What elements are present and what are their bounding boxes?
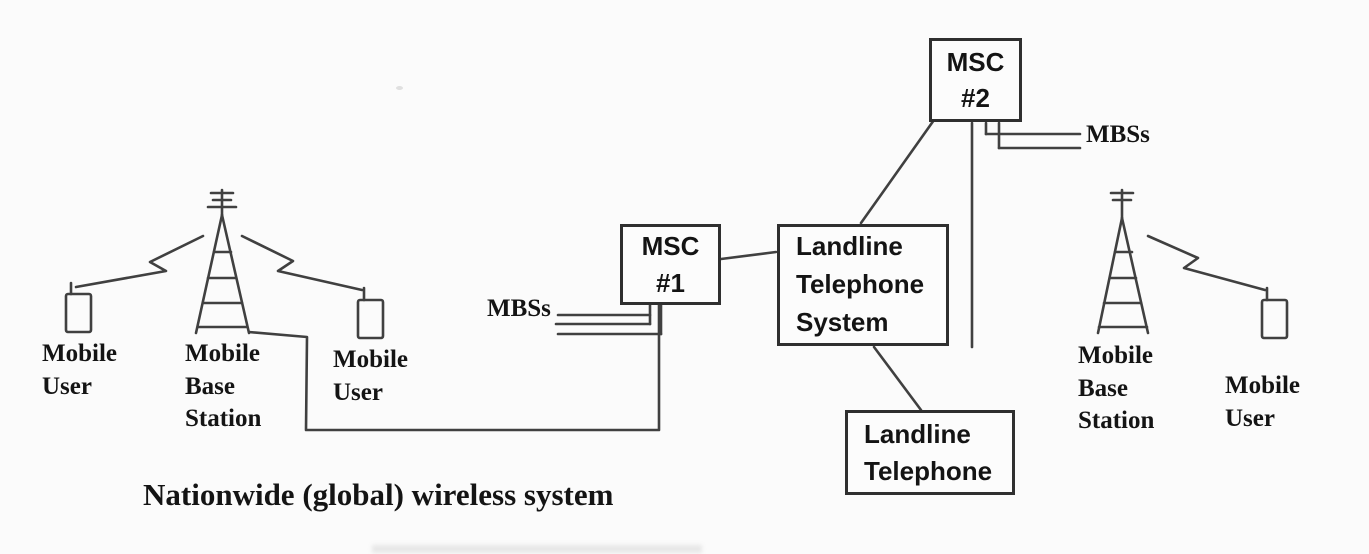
landline-telephone-system-box: Landline Telephone System bbox=[777, 224, 949, 346]
scan-artifact bbox=[396, 86, 403, 90]
mobile-user-mid-label: Mobile User bbox=[333, 346, 408, 406]
cell-tower-left-icon bbox=[194, 188, 251, 335]
mbss-left-label: MBSs bbox=[487, 295, 551, 322]
mobile-phone-right-icon bbox=[1260, 286, 1289, 340]
cell-tower-right-icon bbox=[1096, 188, 1150, 335]
msc2-box: MSC #2 bbox=[929, 38, 1022, 122]
mobile-user-right-label: Mobile User bbox=[1225, 372, 1300, 432]
landline-telephone-box: Landline Telephone bbox=[845, 410, 1015, 495]
wireless-link-mid-icon bbox=[240, 234, 364, 292]
diagram-caption: Nationwide (global) wireless system bbox=[143, 477, 614, 512]
mbss-lines-right bbox=[984, 121, 1082, 150]
msc1-box: MSC #1 bbox=[620, 224, 721, 305]
lts-to-landline-phone-line bbox=[872, 345, 923, 412]
mobile-phone-left-icon bbox=[64, 281, 93, 334]
wireless-link-left-icon bbox=[74, 234, 205, 289]
tower-to-msc1-line bbox=[247, 303, 661, 432]
msc1-to-lts-line bbox=[719, 250, 778, 261]
scan-artifact bbox=[372, 545, 702, 553]
mobile-base-station-right-label: Mobile Base Station bbox=[1078, 342, 1155, 434]
lts-to-msc2-line bbox=[859, 118, 936, 225]
mbss-right-label: MBSs bbox=[1086, 121, 1150, 148]
mbss-lines-left bbox=[554, 303, 663, 336]
mobile-phone-mid-icon bbox=[356, 286, 385, 340]
mobile-base-station-left-label: Mobile Base Station bbox=[185, 340, 262, 432]
mobile-user-left-label: Mobile User bbox=[42, 340, 117, 400]
wireless-link-right-icon bbox=[1146, 234, 1267, 292]
